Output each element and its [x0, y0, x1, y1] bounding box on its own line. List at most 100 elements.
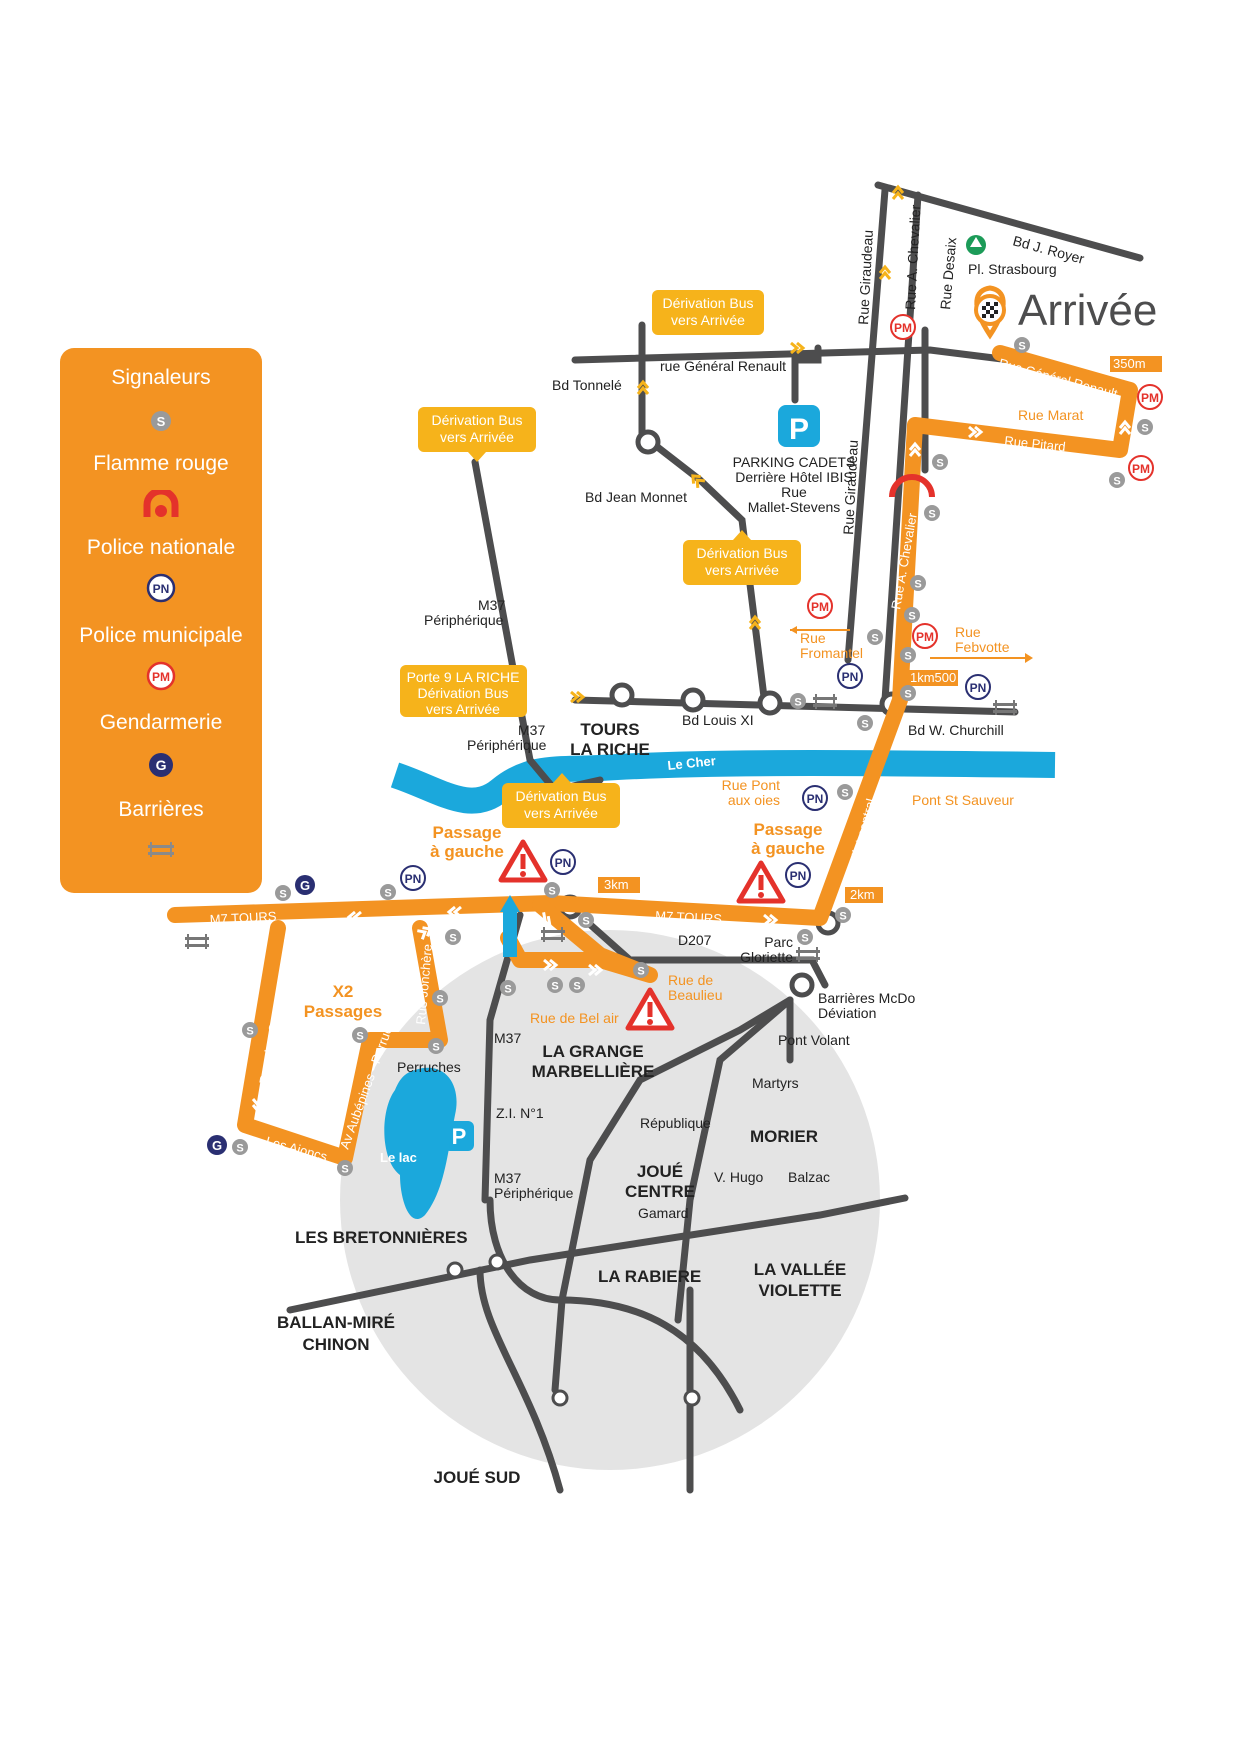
police-nationale-icon [837, 663, 863, 689]
bus-box-line: vers Arrivée [524, 805, 598, 821]
place-label: Perruches [397, 1059, 461, 1075]
lake-label: Le lac [380, 1150, 417, 1165]
route-label: Rue Marat [1018, 407, 1083, 423]
place-label: Pl. Strasbourg [968, 261, 1057, 277]
route-label: L'Epan [475, 914, 503, 957]
parking-label: Rue [781, 484, 807, 500]
warning-label: Passage [433, 823, 502, 842]
junction [488, 1253, 506, 1271]
legend-label-signaleurs: Signaleurs [111, 366, 211, 389]
place-label: BALLAN-MIRÉ [277, 1313, 395, 1332]
place-label: JOUÉ SUD [434, 1468, 521, 1487]
police-municipale-icon [1128, 455, 1154, 481]
signaleur-icon [578, 912, 594, 928]
signaleur-icon [569, 977, 585, 993]
route-label: Febvotte [955, 639, 1010, 655]
bus-box-line: Dérivation Bus [696, 545, 787, 561]
svg-text:P: P [789, 413, 809, 446]
parking-label: Mallet-Stevens [748, 499, 841, 515]
police-municipale-icon [890, 314, 916, 340]
police-nationale-icon [400, 865, 426, 891]
barrier-icon [796, 947, 820, 962]
warning-icon [739, 863, 783, 901]
place-label: Déviation [818, 1005, 876, 1021]
signaleur-icon [352, 1027, 368, 1043]
signaleur-icon [837, 784, 853, 800]
road-label: M37 [494, 1030, 521, 1046]
route-label: X2 [333, 982, 354, 1001]
distance-3km-box [598, 877, 640, 893]
place-label: JOUÉ [637, 1162, 683, 1181]
road-label: M37 [494, 1170, 521, 1186]
river-le-cher [390, 750, 1056, 814]
signaleur-icon [924, 505, 940, 521]
bus-box-line: Dérivation Bus [662, 295, 753, 311]
distance-1km500: 1km500 [910, 670, 956, 685]
route-label: Fromantel [800, 645, 863, 661]
svg-text:G: G [156, 757, 167, 773]
svg-text:P: P [452, 1124, 467, 1149]
place-label: V. Hugo [714, 1169, 764, 1185]
route-label: Rue Pitard [1004, 433, 1067, 454]
signaleur-icon [428, 1038, 444, 1054]
signaleur-icon [910, 575, 926, 591]
place-label: LES BRETONNIÈRES [295, 1228, 468, 1247]
route-label: Rue Pont [722, 777, 780, 793]
place-label: République [640, 1115, 711, 1131]
place-label: Rue Giraudeau [855, 229, 876, 325]
route-label: M7 TOURS [655, 908, 723, 926]
place-label: rue Général Renault [660, 358, 786, 374]
signaleur-icon [790, 693, 806, 709]
place-label: Bd W. Churchill [908, 722, 1004, 738]
roundabout [612, 685, 632, 705]
parking-label: Derrière Hôtel IBIS [735, 469, 852, 485]
signaleur-icon [275, 885, 291, 901]
barrier-icon [185, 934, 209, 949]
river-label: Le Cher [667, 753, 717, 773]
legend-label-flamme-rouge: Flamme rouge [93, 452, 229, 475]
parking-label: PARKING CADETS [733, 454, 856, 470]
distance-350m-box [1110, 356, 1162, 372]
police-nationale-icon [965, 674, 991, 700]
place-label: Rue Desaix [937, 237, 959, 310]
gendarmerie-icon: G [149, 753, 173, 777]
signaleur-icon [900, 685, 916, 701]
svg-text:PM: PM [152, 670, 170, 684]
roundabout [638, 432, 658, 452]
route-label: Rue de [668, 972, 713, 988]
place-label: CHINON [302, 1335, 369, 1354]
road-label: Périphérique [494, 1185, 574, 1201]
bus-box-line: Dérivation Bus [431, 412, 522, 428]
svg-text:S: S [157, 414, 166, 429]
porte9-line: vers Arrivée [426, 701, 500, 717]
warning-label: à gauche [751, 839, 825, 858]
roundabout [760, 693, 780, 713]
place-label: Rue Giraudeau [840, 439, 861, 535]
distance-2km-box [845, 887, 883, 903]
lake-le-lac [384, 1067, 457, 1220]
police-nationale-icon [550, 849, 576, 875]
bus-box: Dérivation Bus vers Arrivée [652, 290, 764, 335]
flamme-rouge-icon [889, 474, 935, 498]
signaleur-icon [337, 1160, 353, 1176]
route-label: Rue de Bel air [530, 1010, 619, 1026]
police-municipale-icon: PM [146, 661, 176, 691]
road-label: D207 [678, 932, 712, 948]
porte9-box: Porte 9 LA RICHE Dérivation Bus vers Arr… [400, 665, 527, 717]
bus-box: Dérivation Bus vers Arrivée [683, 530, 801, 585]
road-label: M37 [518, 722, 545, 738]
legend-label-police-municipale: Police municipale [79, 624, 243, 647]
police-nationale-icon [802, 785, 828, 811]
place-label: LA RABIERE [598, 1267, 701, 1286]
bus-box-line: Dérivation Bus [515, 788, 606, 804]
warning-label: Passage [754, 820, 823, 839]
signaleur-icon [867, 629, 883, 645]
place-label: VIOLETTE [758, 1281, 841, 1300]
signaleur-icon [633, 962, 649, 978]
signaleur-icon [932, 454, 948, 470]
place-label: Balzac [788, 1169, 830, 1185]
porte9-line: Porte 9 LA RICHE [407, 669, 520, 685]
distance-2km: 2km [850, 887, 875, 902]
direction-arrow [283, 937, 297, 953]
